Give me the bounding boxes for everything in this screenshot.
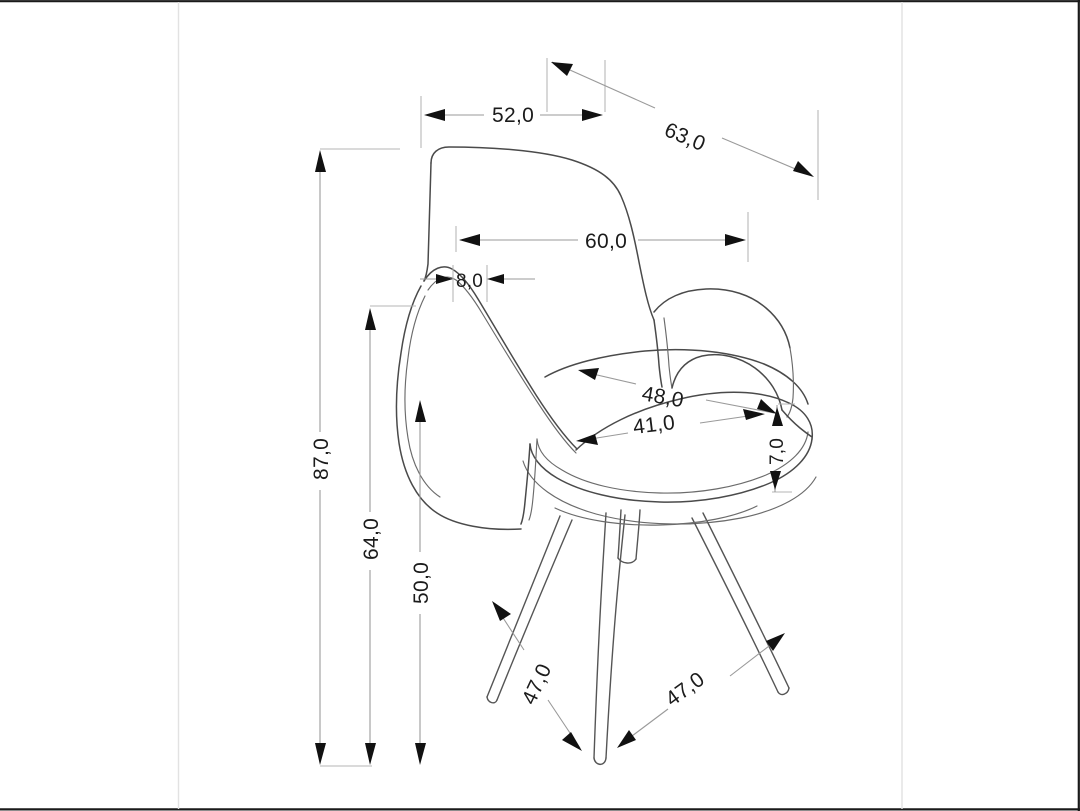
seat-left-front-edge [520, 443, 531, 525]
arrow-48-end [757, 399, 777, 414]
leg-center-column-cap [617, 557, 637, 564]
dim-label-87: 87,0 [310, 438, 333, 480]
left-armrest-top [423, 266, 578, 450]
chair-left-body-crease [404, 295, 441, 498]
backrest-left-edge [423, 162, 432, 282]
leg-center-column-right [635, 509, 641, 560]
arrow-41-start [576, 434, 598, 445]
arrow-7-bottom [770, 471, 781, 490]
arrow-47R-start [766, 633, 785, 651]
dim-label-8: 8,0 [456, 271, 483, 292]
dimension-height-87: 87,0 [310, 148, 400, 767]
dim-label-64: 64,0 [360, 518, 383, 560]
arrow-47L-end [562, 732, 582, 751]
dim-label-60: 60,0 [585, 230, 627, 253]
arrow-52-right [582, 109, 603, 121]
seat-rim-top [575, 391, 814, 451]
leg-front-right-inner [691, 517, 779, 693]
arrow-64-bottom [365, 743, 376, 765]
arrow-41-end [743, 409, 765, 420]
backrest-outline [430, 146, 655, 321]
leg-rear-outer [593, 512, 607, 759]
dimension-height-64: 64,0 [360, 305, 416, 765]
chair-left-body-outline [395, 285, 522, 531]
leg-front-left-inner [496, 519, 573, 701]
leg-rear-inner [605, 514, 626, 759]
dim-label-7: 7,0 [767, 438, 788, 465]
seat-top-rear-contour [544, 348, 809, 405]
dimension-backwidth-60: 60,0 [455, 212, 749, 262]
right-armrest-post-right [663, 317, 673, 389]
arrow-60-right [725, 234, 746, 246]
left-armrest-inner-line [427, 276, 577, 454]
arrow-64-top [365, 308, 376, 330]
dimension-seatdepth-48: 48,0 [578, 368, 777, 414]
arrow-63-end [793, 161, 814, 177]
arrow-52-left [424, 109, 445, 121]
arrow-7-top [772, 407, 783, 426]
dim-label-63: 63,0 [661, 118, 709, 156]
chair-illustration [395, 146, 817, 766]
leg-front-right-outer [702, 512, 790, 689]
swivel-hub-arc [554, 505, 758, 526]
right-armrest-post-left [653, 319, 663, 388]
dimension-base-right-47: 47,0 [617, 633, 785, 748]
leg-center-column-left [617, 509, 622, 559]
arrow-87-bottom [315, 743, 326, 765]
dim-label-47-left: 47,0 [518, 660, 557, 708]
dim-label-41: 41,0 [632, 411, 677, 439]
seat-front-band-outer [529, 438, 813, 503]
arrow-47R-end [617, 730, 636, 748]
seat-underside-curve [522, 460, 817, 525]
dim-label-52: 52,0 [492, 104, 534, 127]
dimension-base-left-47: 47,0 [492, 601, 582, 751]
arrow-60-left [459, 234, 480, 246]
chair-base-legs [486, 505, 790, 766]
arrow-63-start [551, 62, 573, 76]
leg-front-left-outer [486, 515, 561, 698]
dimension-cushion-7: 7,0 [767, 403, 795, 493]
dimension-height-50: 50,0 [410, 400, 433, 765]
leg-rear-tip [593, 757, 607, 766]
arrow-8-right [487, 274, 504, 284]
leg-front-right-tip [777, 687, 790, 696]
arrow-48-start [578, 368, 599, 380]
dim-label-50: 50,0 [410, 562, 433, 604]
dimension-armthickness-8: 8,0 [420, 265, 535, 302]
arrow-87-top [315, 150, 326, 172]
dimension-seatwidth-41: 41,0 [576, 409, 765, 445]
dim-line-48-b [705, 399, 775, 414]
dimension-width-52: 52,0 [420, 60, 606, 148]
seat-front-band-inner-line [536, 431, 809, 494]
dim-label-47-right: 47,0 [661, 668, 709, 711]
right-armrest-rail-under-inner [786, 347, 794, 418]
arrow-47L-start [492, 601, 511, 621]
arrow-8-left [436, 274, 453, 284]
right-armrest-rail-under [671, 353, 783, 411]
arrow-50-top [415, 400, 426, 422]
right-armrest-outer-edge [781, 409, 813, 438]
seat-left-front-edge-inner [528, 438, 538, 521]
arrow-50-bottom [415, 743, 426, 765]
dimension-depth-63: 63,0 [546, 58, 819, 200]
leg-front-left-tip [486, 696, 498, 704]
right-armrest-rail-top [653, 288, 791, 349]
